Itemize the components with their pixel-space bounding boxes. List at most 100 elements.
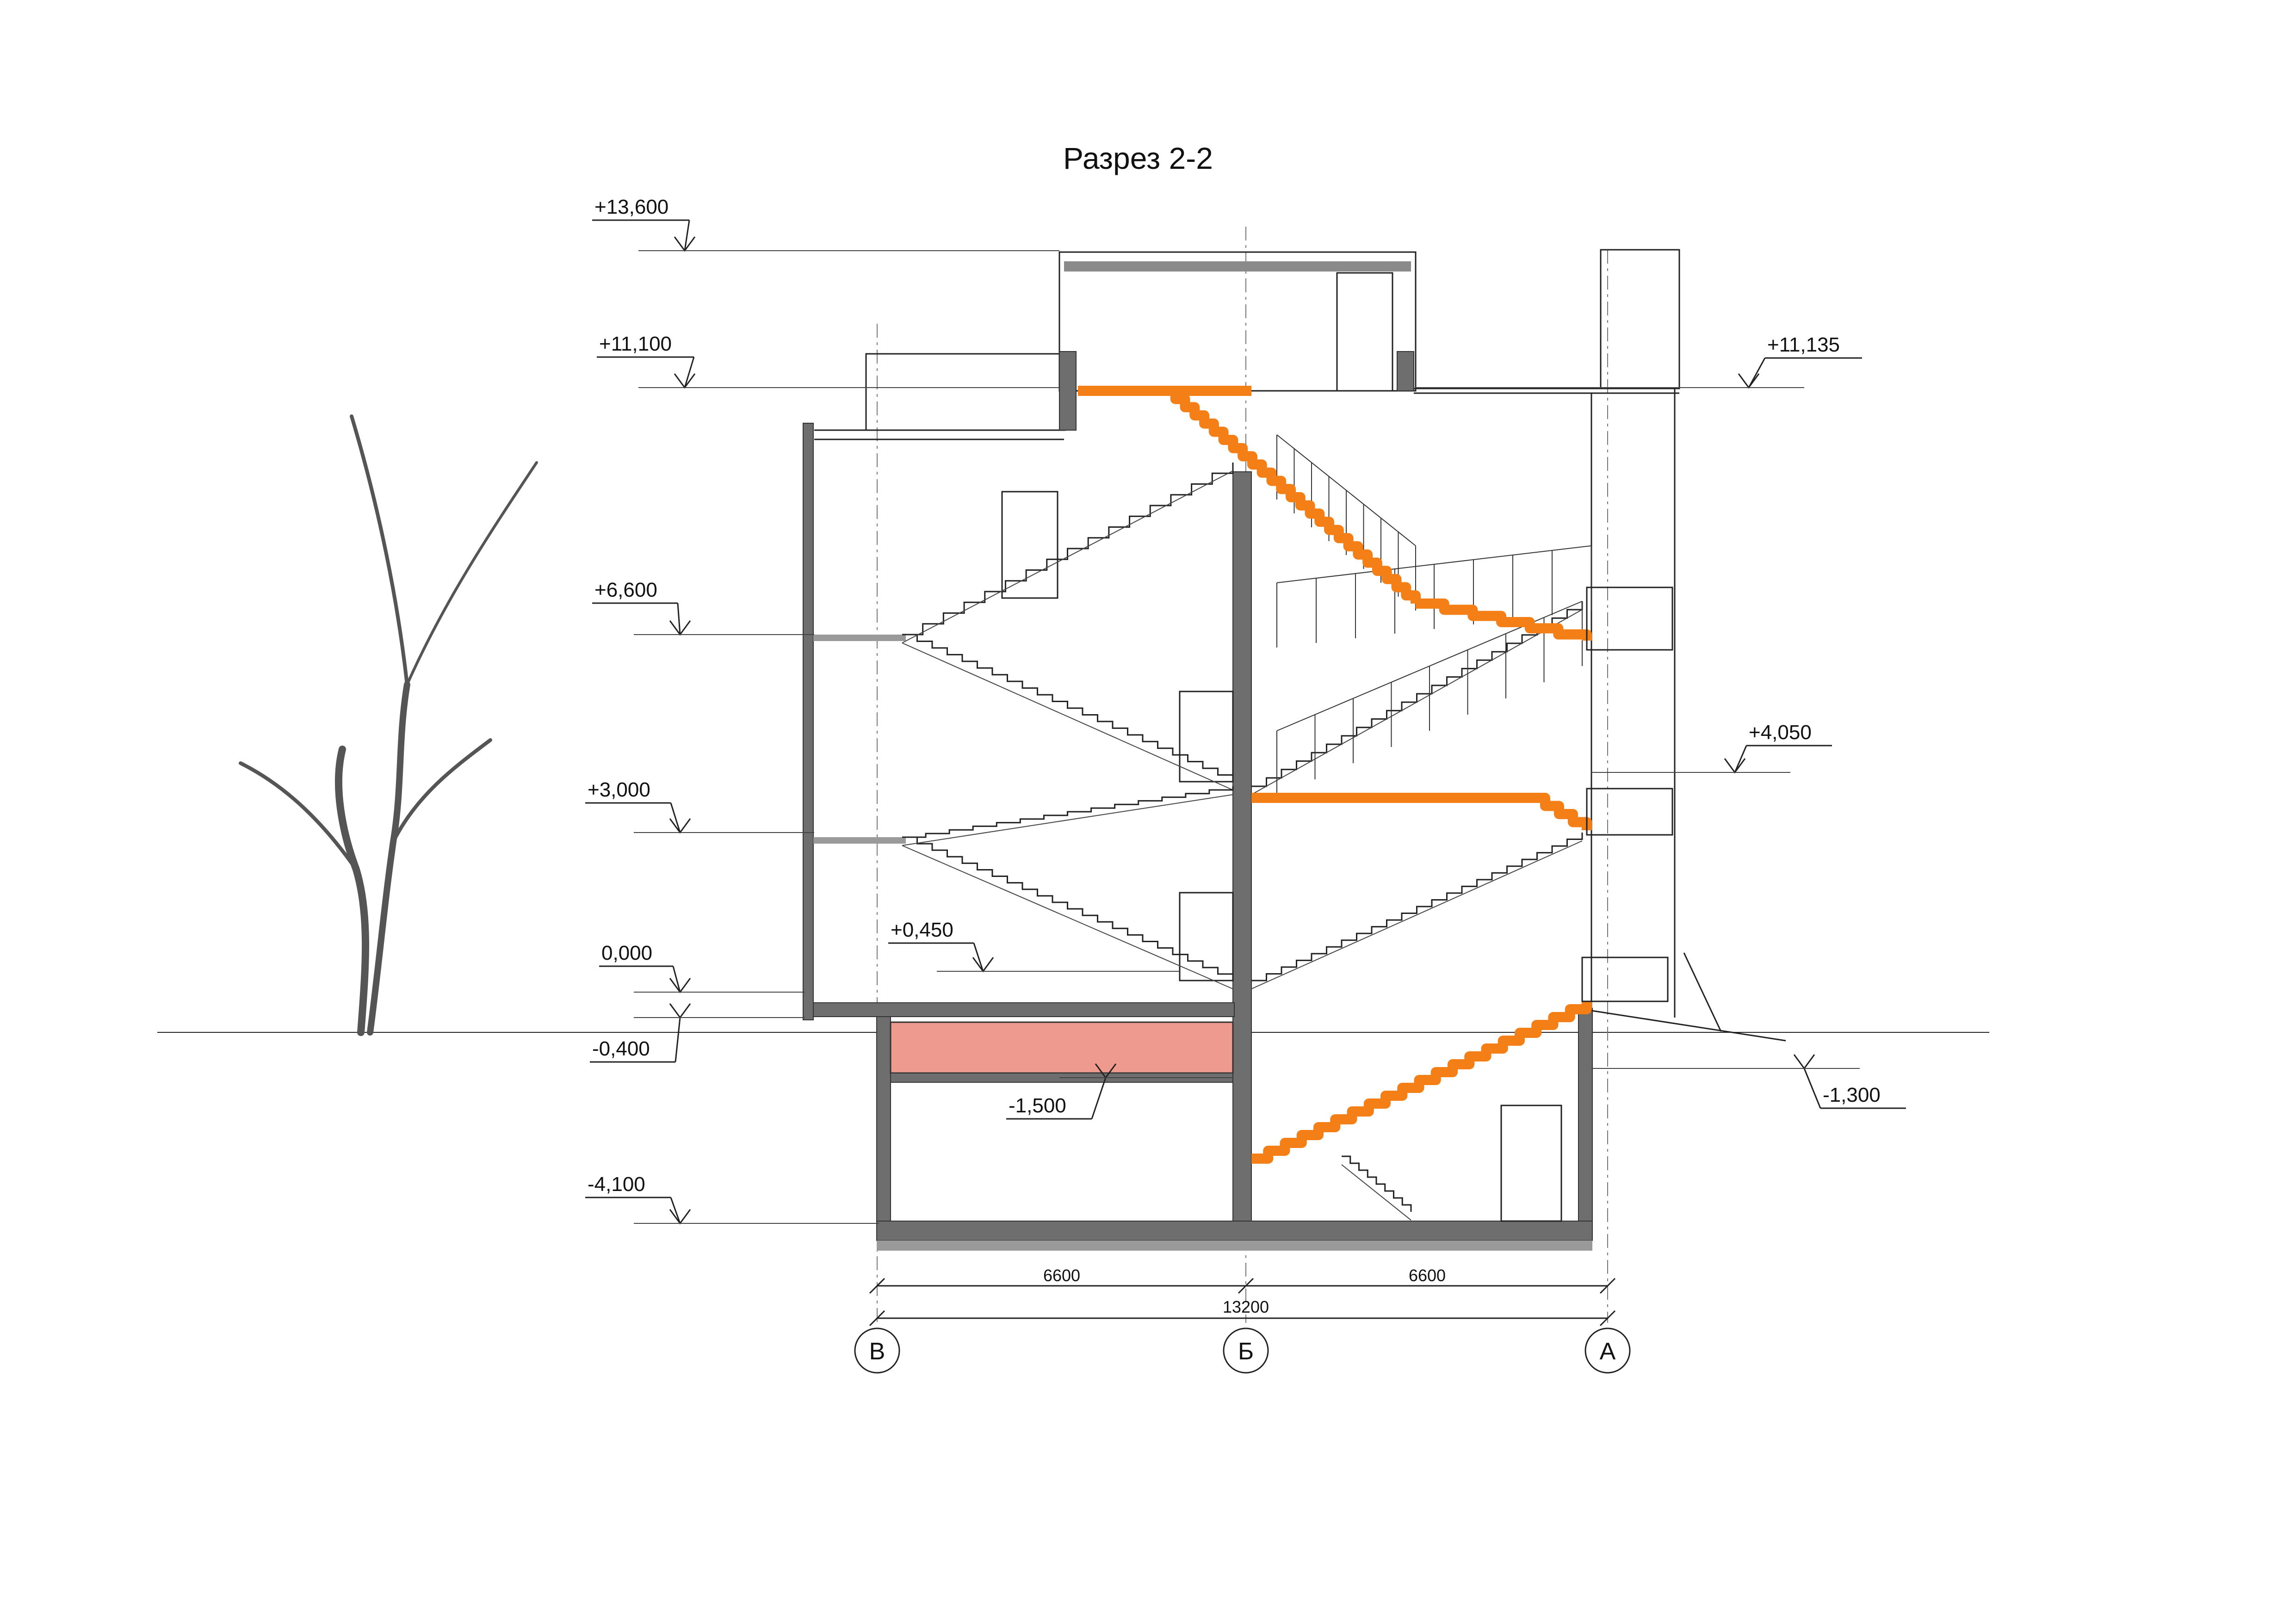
level-triangle: [1793, 1054, 1815, 1070]
pavilion-roof-slab: [1064, 261, 1411, 272]
level-marker-landing-right: +4,050: [1591, 721, 1832, 774]
level-marker-entrance-right: -1,300: [1591, 1054, 1906, 1109]
entrance-rail: [1683, 952, 1722, 1032]
stair-flight-3: [902, 836, 1234, 981]
level-label-roof-terrace-right: +11,135: [1767, 333, 1840, 356]
door-floor3: [1001, 491, 1058, 599]
dim-tick-total-right: [1599, 1310, 1616, 1327]
dim-tick-right: [1599, 1277, 1616, 1294]
basement-wall-left: [876, 1016, 891, 1226]
level-leader: [1803, 1068, 1821, 1109]
level-leader: [677, 603, 681, 635]
level-leader: [973, 943, 984, 972]
orange-flight-3: [1416, 599, 1592, 641]
level-marker-ground: 0,000: [599, 942, 805, 994]
axis-label-center: Б: [1238, 1338, 1254, 1365]
level-marker-intermediate: +0,450: [888, 919, 1180, 973]
level-marker-basement-floor: -4,100: [585, 1173, 879, 1225]
ground-floor-slab: [813, 1002, 1235, 1017]
level-marker-grade: -0,400: [590, 1003, 805, 1063]
axis-bubble-right: А: [1584, 1327, 1631, 1374]
tree-illustration: [239, 414, 538, 1036]
stair-soffit-5: [1251, 840, 1583, 989]
level-marker-floor-2: +3,000: [585, 778, 814, 834]
stair-soffit-1: [902, 642, 1233, 790]
axis-label-left: В: [869, 1338, 885, 1365]
entrance-ramp: [1591, 1010, 1786, 1042]
level-label-grade: -0,400: [592, 1037, 650, 1060]
level-leader: [684, 357, 695, 388]
level-leader: [1734, 745, 1747, 773]
orange-flight-5: [1531, 793, 1592, 830]
level-label-roof-top: +13,600: [594, 196, 668, 218]
stair-soffit-3: [902, 845, 1233, 989]
stairs-highlighted: [1078, 386, 1592, 1164]
stair-soffit-2: [902, 470, 1233, 643]
level-marker-roof-terrace-right: +11,135: [1416, 333, 1862, 389]
basement-highlight-slab: [890, 1021, 1234, 1074]
roof-parapet-left: [865, 353, 1066, 431]
level-label-ground: 0,000: [601, 942, 652, 964]
orange-flight-2: [1166, 386, 1421, 604]
drawing-title: Разрез 2-2: [1063, 141, 1213, 175]
pavilion-wall-right: [1397, 351, 1414, 391]
dim-tick-total-left: [869, 1310, 885, 1327]
level-leader: [675, 1017, 681, 1062]
level-leader: [672, 966, 681, 993]
pavilion-wall-left: [1059, 351, 1077, 431]
stair-flight-1: [902, 634, 1234, 782]
door-floor1: [1179, 892, 1234, 981]
level-markers: +13,600 +11,100 +6,600 +3,000 +0,450 0,000 -0,…: [585, 196, 1906, 1225]
level-label-floor-2: +3,000: [588, 778, 650, 801]
level-marker-roof-top: +13,600: [592, 196, 1059, 252]
basement-wall-right: [1578, 1008, 1593, 1226]
dim-tick-left: [869, 1277, 885, 1294]
axis-bubble-center: Б: [1223, 1327, 1269, 1374]
level-label-entrance-right: -1,300: [1823, 1084, 1881, 1106]
basement-floor-slab: [876, 1221, 1593, 1241]
stair-flight-2: [902, 463, 1234, 636]
level-label-landing-right: +4,050: [1749, 721, 1812, 744]
level-label-roof-terrace: +11,100: [599, 333, 672, 355]
door-floor2: [1179, 691, 1234, 783]
right-top-volume: [1600, 249, 1680, 389]
axis-label-right: А: [1600, 1338, 1616, 1365]
stair-soffit-7: [1341, 1164, 1411, 1221]
slab-left-floor2: [813, 837, 906, 844]
stair-flight-4: [902, 786, 1234, 838]
stair-flight-6: [1251, 601, 1583, 787]
central-column: [1232, 471, 1252, 1226]
slab-left-floor3: [813, 635, 906, 641]
axis-bubble-left: В: [854, 1327, 900, 1374]
level-marker-basement-ceiling: -1,500: [1006, 1063, 1233, 1120]
balcony-upper: [1586, 586, 1673, 651]
level-leader: [684, 220, 690, 251]
level-leader: [1091, 1077, 1107, 1119]
dim-span-right: 6600: [1409, 1266, 1446, 1285]
dimension-chain: 6600 6600 13200: [869, 1266, 1616, 1327]
basement-door: [1500, 1105, 1562, 1222]
level-leader: [1748, 358, 1766, 388]
level-marker-floor-3: +6,600: [592, 579, 814, 636]
foundation-bed: [877, 1240, 1592, 1251]
dim-total: 13200: [1223, 1297, 1269, 1316]
level-marker-roof-terrace: +11,100: [597, 333, 1059, 389]
stair-soffit-6: [1251, 609, 1583, 795]
stair-flight-5: [1251, 833, 1583, 981]
level-leader: [670, 1197, 681, 1224]
level-triangle: [669, 1003, 691, 1019]
level-label-basement-ceiling: -1,500: [1009, 1094, 1066, 1117]
dim-tick-center: [1238, 1277, 1254, 1294]
balcony-lower: [1581, 957, 1669, 1002]
dim-span-left: 6600: [1043, 1266, 1080, 1285]
level-label-floor-3: +6,600: [594, 579, 657, 601]
left-facade-wall: [803, 423, 814, 1020]
level-label-intermediate: +0,450: [891, 919, 953, 941]
stair-flight-7: [1342, 1155, 1412, 1212]
pavilion-door: [1336, 272, 1393, 392]
balcony-middle: [1586, 788, 1673, 836]
level-triangle: [1724, 758, 1746, 774]
orange-flight-6: [1251, 1001, 1592, 1164]
level-leader: [670, 802, 681, 833]
